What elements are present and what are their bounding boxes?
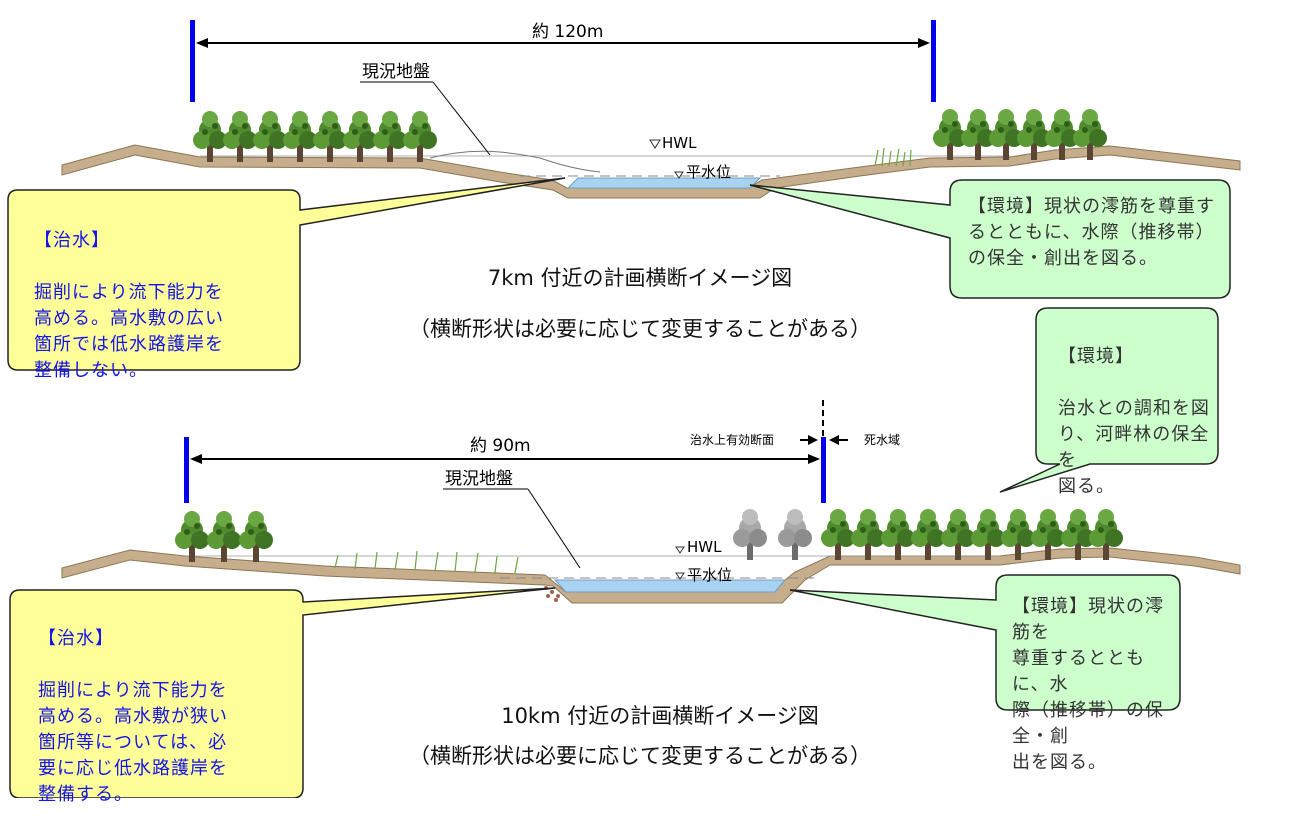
callout-env-forest-10km-body: 治水との調和を図 り、河畔林の保全を 図る。 [1058,398,1210,497]
width-marker-left-7km [190,20,195,102]
earth-profile-10km [61,547,1241,604]
width-marker-left-10km [184,437,189,503]
water-10km [553,579,787,593]
callout-flood-10km-body: 掘削により流下能力を 高める。高水敷が狭い 箇所等については、必 要に応じ低水路… [38,680,228,805]
callout-env-10km-text: 【環境】現状の澪筋を 尊重するとともに、水 際（推移帯）の保全・創 出を図る。 [1012,596,1164,773]
callout-flood-7km-title: 【治水】 [34,230,110,251]
callout-flood-10km-title: 【治水】 [38,628,114,649]
trees-10km-left [175,511,273,562]
callout-env-forest-10km-text: 【環境】 治水との調和を図 り、河畔林の保全を 図る。 [1058,318,1216,526]
section-10km-profile [61,547,1241,604]
callout-env-7km [749,179,1231,299]
callout-flood-7km [7,177,566,371]
normal-water-label-10km: 平水位 [687,566,732,584]
ground-label-7km: 現況地盤 [362,62,430,82]
width-label-10km: 約 90m [470,436,531,456]
callout-flood-10km-text: 【治水】 掘削により流下能力を 高める。高水敷が狭い 箇所等については、必 要に… [38,600,228,834]
effective-section-label: 治水上有効断面 [690,432,774,447]
dead-zone-label: 死水域 [864,433,900,447]
reeds-7km [874,147,912,167]
width-label-7km: 約 120m [532,22,603,42]
hwl-label-7km: HWL [662,134,697,152]
caption-note-10km: （横断形状は必要に応じて変更することがある） [409,744,871,768]
normal-water-label-7km: 平水位 [686,163,731,181]
callout-flood-7km-text: 【治水】 掘削により流下能力を 高める。高水敷の広い 箇所では低水路護岸を 整備… [34,202,224,410]
callout-env-10km [789,574,1181,711]
caption-note-7km: （横断形状は必要に応じて変更することがある） [409,317,871,341]
dead-zone-arrows [800,435,848,445]
cross-section-diagram: 約 120m 現況地盤 HWL 平水位 [7,20,1241,798]
reeds-10km [334,550,519,574]
width-marker-right-7km [931,20,936,102]
callout-env-7km-text: 【環境】現状の澪筋を尊重す るとともに、水際（推移帯） の保全・創出を図る。 [968,196,1215,269]
water-7km [566,177,762,189]
hwl-label-10km: HWL [687,538,722,556]
callout-flood-7km-body: 掘削により流下能力を 高める。高水敷の広い 箇所では低水路護岸を 整備しない。 [34,282,224,381]
section-7km-profile [61,144,1241,199]
caption-title-7km: 7km 付近の計画横断イメージ図 [487,266,793,290]
ground-label-10km: 現況地盤 [445,469,513,489]
dead-trees-10km [733,509,812,560]
caption-title-10km: 10km 付近の計画横断イメージ図 [501,704,819,728]
callout-env-forest-10km [999,307,1219,493]
trees-7km-left [193,111,437,162]
width-arrow-10km [190,454,820,464]
width-marker-right-10km [821,437,826,503]
width-arrow-7km [196,38,930,48]
callout-env-forest-10km-title: 【環境】 [1058,346,1134,367]
